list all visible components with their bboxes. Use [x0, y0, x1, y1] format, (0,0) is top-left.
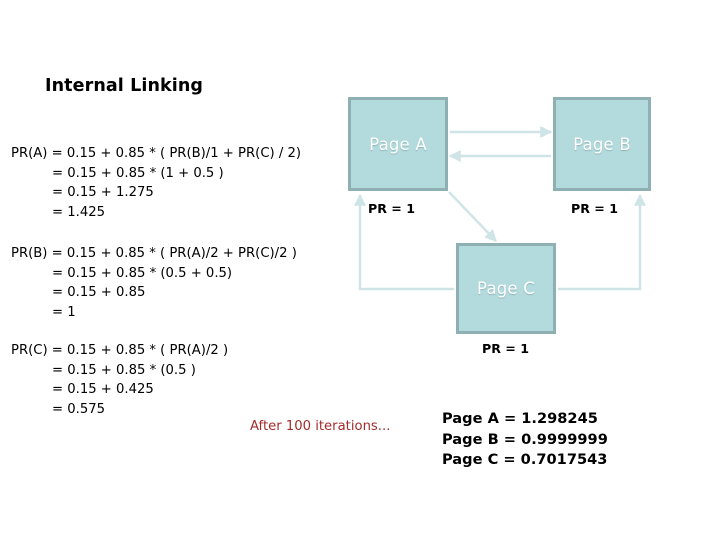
- pr-value-page-b: PR = 1: [571, 201, 619, 216]
- node-label: Page C: [477, 279, 535, 298]
- iterations-note: After 100 iterations...: [250, 419, 391, 434]
- formula-page-a: PR(A) = 0.15 + 0.85 * ( PR(B)/1 + PR(C) …: [11, 144, 301, 222]
- node-label: Page B: [573, 134, 631, 154]
- diagram-connectors: [354, 126, 646, 291]
- connector-c-to-a: [354, 193, 454, 291]
- formula-line: = 1.425: [52, 204, 105, 220]
- formula-line: PR(B) = 0.15 + 0.85 * ( PR(A)/2 + PR(C)/…: [11, 246, 297, 261]
- link-diagram: Page A Page B Page C PR = 1 PR = 1 PR = …: [330, 85, 690, 385]
- formula-line: PR(C) = 0.15 + 0.85 * ( PR(A)/2 ): [11, 343, 229, 358]
- formula-line: PR(A) = 0.15 + 0.85 * ( PR(B)/1 + PR(C) …: [11, 146, 302, 161]
- node-page-c[interactable]: Page C: [456, 243, 556, 334]
- formula-line: = 0.15 + 0.85 * (0.5 + 0.5): [52, 265, 233, 281]
- pr-value-page-a: PR = 1: [368, 201, 416, 216]
- node-page-b[interactable]: Page B: [553, 97, 651, 191]
- formula-line: = 0.15 + 0.85 * (1 + 0.5 ): [52, 165, 224, 181]
- connector-c-to-b: [558, 193, 646, 291]
- result-line: Page B = 0.9999999: [442, 430, 608, 448]
- formula-page-c: PR(C) = 0.15 + 0.85 * ( PR(A)/2 ) = 0.15…: [11, 341, 228, 419]
- node-label: Page A: [369, 134, 427, 154]
- formula-line: = 0.15 + 0.85: [52, 285, 146, 301]
- formula-line: = 1: [52, 304, 76, 320]
- result-line: Page A = 1.298245: [442, 410, 598, 427]
- page-title: Internal Linking: [45, 76, 204, 96]
- formula-line: = 0.15 + 0.85 * (0.5 ): [52, 362, 196, 378]
- pr-value-page-c: PR = 1: [482, 341, 530, 356]
- converged-results: Page A = 1.298245 Page B = 0.9999999 Pag…: [442, 409, 608, 471]
- formula-line: = 0.15 + 0.425: [52, 382, 154, 398]
- formula-page-b: PR(B) = 0.15 + 0.85 * ( PR(A)/2 + PR(C)/…: [11, 244, 297, 322]
- formula-line: = 0.575: [52, 401, 105, 417]
- node-page-a[interactable]: Page A: [348, 97, 448, 191]
- connector-a-to-c: [448, 191, 497, 242]
- result-line: Page C = 0.7017543: [442, 451, 608, 469]
- formula-line: = 0.15 + 1.275: [52, 185, 154, 201]
